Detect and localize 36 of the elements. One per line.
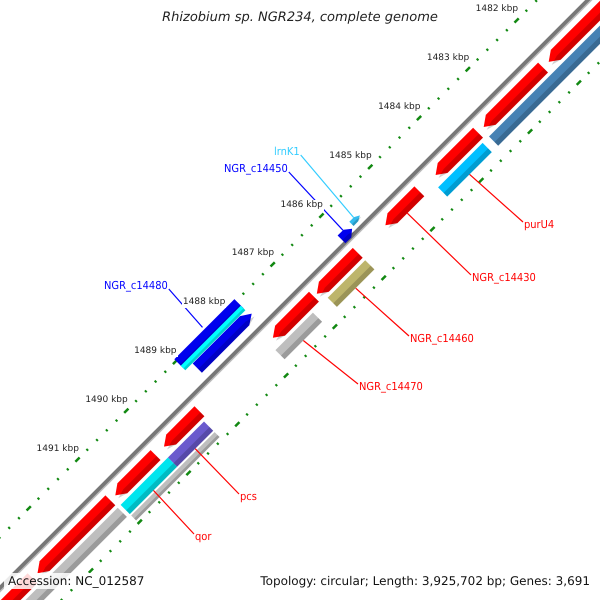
- leader-line: [355, 288, 410, 336]
- scale-label: 1484 kbp: [377, 102, 422, 114]
- scale-label: 1483 kbp: [426, 53, 470, 64]
- gene-label: purU4: [524, 219, 554, 230]
- scale-label: 1490 kbp: [84, 394, 129, 406]
- gene-block: [338, 228, 354, 244]
- leader-line: [469, 174, 524, 222]
- gene-bar: [120, 458, 178, 514]
- leader-line: [406, 212, 472, 276]
- scale-label: 1491 kbp: [36, 444, 80, 455]
- gene-bar: [328, 260, 374, 307]
- leader-line: [302, 340, 358, 384]
- gene-block: [385, 186, 424, 228]
- gene-label: NGR_c14460: [410, 333, 474, 344]
- gene-label: NGR_c14450: [224, 163, 288, 174]
- gene-block: [349, 215, 362, 226]
- leader-line: [152, 490, 194, 534]
- gene-label: pcs: [240, 491, 257, 502]
- leader-line: [194, 448, 240, 494]
- gene-label: qor: [195, 531, 212, 542]
- title: Rhizobium sp. NGR234, complete genome: [161, 11, 439, 24]
- scale-label: 1489 kbp: [133, 346, 178, 357]
- gene-label: NGR_c14470: [359, 381, 423, 392]
- gene-label: lrnK1: [274, 146, 300, 157]
- scale-label: 1488 kbp: [182, 297, 226, 308]
- gene-label: NGR_c14480: [104, 280, 168, 291]
- leader-line: [168, 288, 203, 328]
- gene-bar: [438, 142, 492, 197]
- scale-label: 1486 kbp: [279, 200, 324, 211]
- scale-label: 1487 kbp: [230, 248, 276, 260]
- gene-bar: [168, 422, 214, 467]
- scale-label: 1485 kbp: [328, 150, 373, 162]
- scale-label: 1482 kbp: [474, 4, 520, 16]
- gene-bar: [275, 312, 322, 360]
- gene-label: NGR_c14430: [472, 272, 536, 283]
- leader-line: [300, 154, 354, 218]
